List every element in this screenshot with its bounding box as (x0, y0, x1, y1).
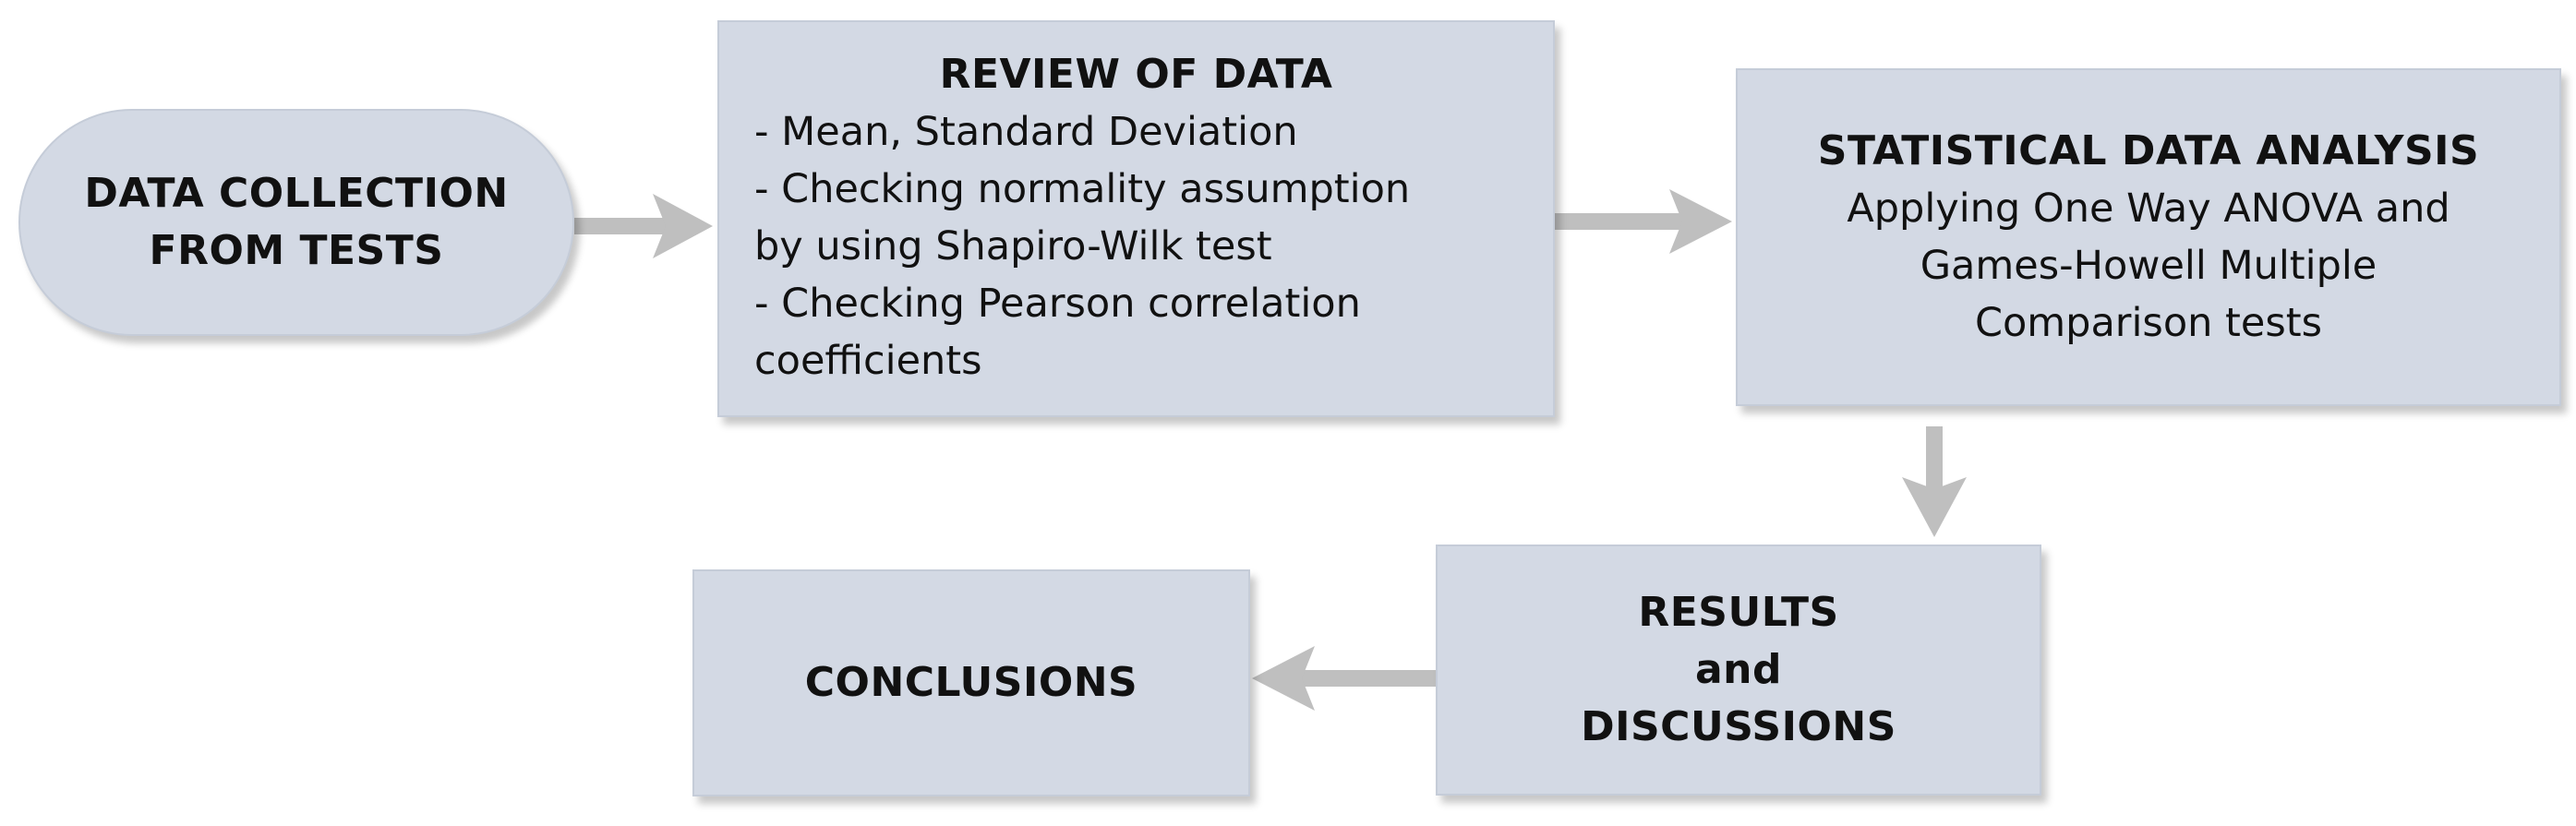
node-results-title-line-1: RESULTS (1638, 589, 1839, 636)
arrow-analysis-to-results (1902, 426, 1967, 537)
node-review-of-data: REVIEW OF DATA - Mean, Standard Deviatio… (717, 20, 1555, 417)
node-review-line-1: - Mean, Standard Deviation (754, 109, 1298, 155)
node-results-and-discussions: RESULTS and DISCUSSIONS (1436, 545, 2041, 796)
node-review-line-4: - Checking Pearson correlation (754, 281, 1361, 327)
node-conclusions: CONCLUSIONS (692, 569, 1250, 796)
node-review-line-5: coefficients (754, 338, 982, 384)
node-review-of-data-body: - Mean, Standard Deviation - Checking no… (719, 103, 1410, 389)
node-results-title-line-3: DISCUSSIONS (1581, 703, 1896, 750)
node-statistical-data-analysis: STATISTICAL DATA ANALYSIS Applying One W… (1736, 68, 2561, 406)
node-results-title-line-2: and (1694, 646, 1782, 693)
arrow-review-to-analysis (1555, 189, 1732, 254)
node-statistical-data-analysis-title: STATISTICAL DATA ANALYSIS (1817, 127, 2480, 174)
node-data-collection-title-line-1: DATA COLLECTION (84, 170, 509, 217)
arrow-collection-to-review (574, 194, 713, 258)
node-conclusions-title: CONCLUSIONS (804, 659, 1138, 706)
node-analysis-line-3: Comparison tests (1974, 300, 2323, 346)
node-review-of-data-title: REVIEW OF DATA (939, 51, 1333, 98)
node-data-collection: DATA COLLECTION FROM TESTS (18, 109, 574, 336)
node-review-line-2: - Checking normality assumption (754, 166, 1411, 212)
node-analysis-line-1: Applying One Way ANOVA and (1847, 186, 2450, 232)
node-analysis-line-2: Games-Howell Multiple (1920, 243, 2377, 289)
node-data-collection-title-line-2: FROM TESTS (149, 227, 444, 274)
node-review-line-3: by using Shapiro-Wilk test (754, 223, 1272, 269)
